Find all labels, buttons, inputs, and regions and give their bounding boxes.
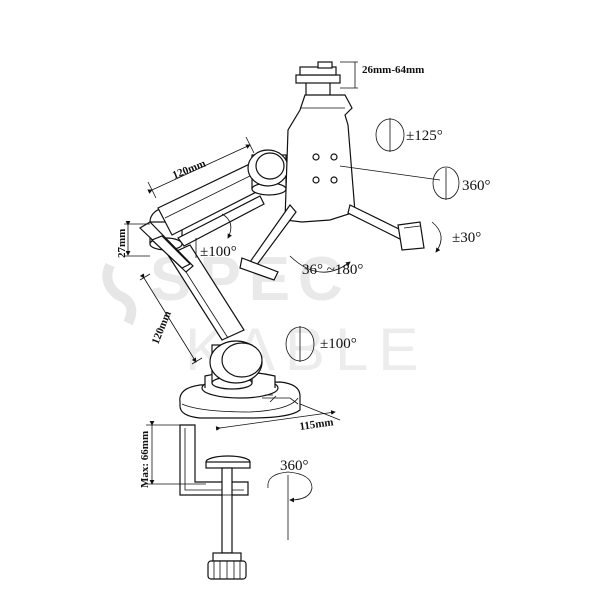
rotation-icon [431, 221, 442, 253]
rotation-icon [289, 255, 351, 273]
rot-base-rotate-label: 360° [280, 458, 309, 474]
dim-base-depth: 115mm [215, 403, 341, 433]
rot-base-joint-label: ±100° [320, 336, 357, 352]
vesa-hole [330, 176, 338, 184]
holder-back-plate [284, 94, 356, 223]
dim-upper-arm-label: 120mm [171, 158, 208, 182]
rot-base-joint: ±100° [285, 326, 357, 362]
base-joint [209, 340, 263, 390]
dim-clamp-width: 26mm-64mm [340, 61, 424, 89]
dim-lower-arm-label: 120mm [150, 309, 174, 346]
dim-base-depth-label: 115mm [299, 416, 335, 433]
rot-holder-tilt-label: ±125° [406, 128, 443, 144]
clamp-screw [221, 467, 233, 554]
dim-joint-height-label: 27mm [116, 229, 128, 258]
rot-holder-swing-label: 36° ~180° [302, 262, 363, 278]
holder-left-foot [239, 257, 279, 281]
vesa-hole [312, 176, 320, 184]
rot-holder-side: ±30° [431, 221, 481, 253]
holder-top-clamp [295, 74, 341, 84]
dim-clamp-width-label: 26mm-64mm [362, 64, 424, 76]
upper-arm-spring [177, 195, 265, 247]
vesa-hole [330, 153, 338, 161]
head-joint [247, 149, 289, 196]
vesa-hole [312, 153, 320, 161]
rot-elbow-label: ±100° [200, 244, 237, 260]
rot-holder-tilt: ±125° [375, 118, 443, 152]
desk-clamp [179, 424, 251, 580]
clamp-knob-collar [212, 552, 242, 562]
holder-right-wing [347, 204, 406, 241]
rotation-icon [221, 213, 232, 239]
holder-right-foot [397, 221, 425, 251]
tablet-holder [239, 61, 425, 281]
brand-watermark: SPEC KABLE [102, 245, 418, 383]
rot-holder-side-label: ±30° [452, 230, 481, 246]
rot-elbow: ±100° [195, 213, 237, 260]
rot-holder-rotate: 360° [339, 165, 491, 200]
dim-clamp-max: Max: 66mm [139, 421, 206, 488]
dim-clamp-max-label: Max: 66mm [139, 431, 151, 488]
rotation-icon [267, 471, 313, 503]
rot-holder-rotate-label: 360° [462, 178, 491, 194]
rot-holder-swing: 36° ~180° [289, 255, 363, 278]
dim-joint-height: 27mm [116, 221, 150, 258]
rot-base-rotate: 360° [267, 458, 313, 540]
watermark-logo-icon [102, 262, 137, 326]
